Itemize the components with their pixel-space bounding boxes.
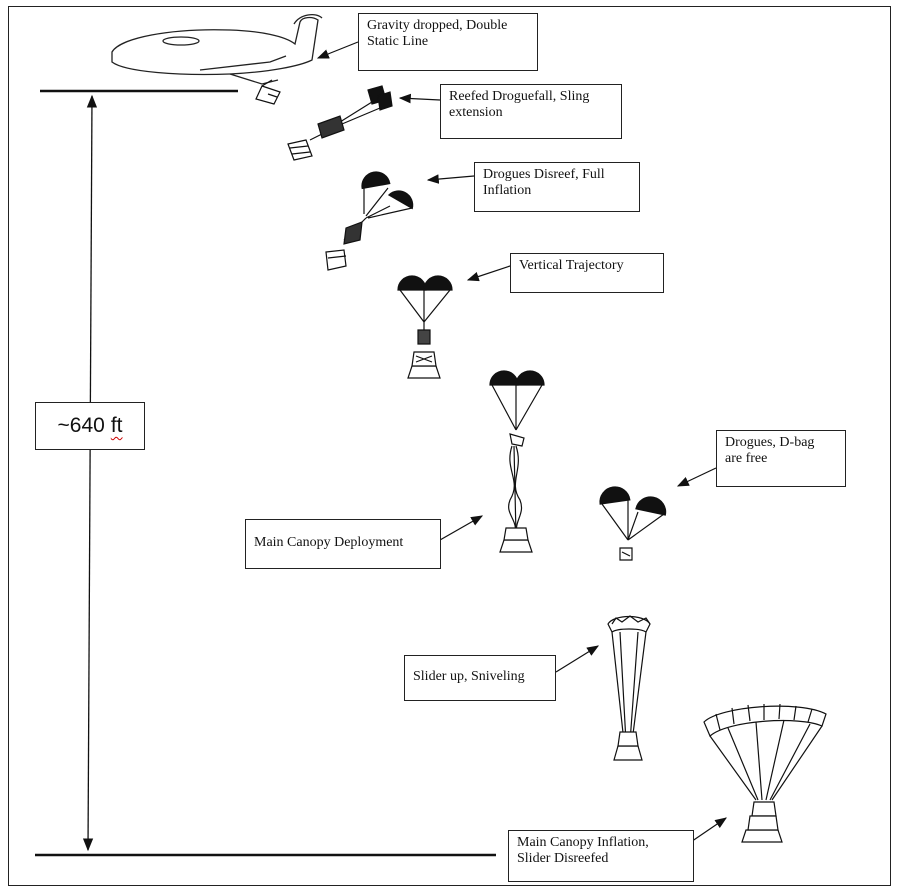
- label-drogues-disreef: Drogues Disreef, Full Inflation: [474, 162, 640, 212]
- inflated-drogues-icon: [325, 171, 414, 271]
- label-drogues-free: Drogues, D-bag are free: [716, 430, 846, 487]
- diagram-frame: [8, 6, 891, 886]
- height-value: ~640: [57, 414, 105, 437]
- label-vertical-trajectory: Vertical Trajectory: [510, 253, 664, 293]
- label-main-canopy-inflation: Main Canopy Inflation, Slider Disreefed: [508, 830, 694, 882]
- label-slider-up: Slider up, Sniveling: [404, 655, 556, 701]
- main-canopy-deployment-icon: [489, 370, 545, 553]
- label-main-canopy-deployment: Main Canopy Deployment: [245, 519, 441, 569]
- label-reefed-droguefall: Reefed Droguefall, Sling extension: [440, 84, 622, 139]
- height-label: ~640 ft: [35, 402, 145, 450]
- height-unit: ft: [110, 414, 123, 437]
- sniveling-canopy-icon: [607, 615, 651, 761]
- cargo-load-icon: [255, 79, 281, 105]
- released-drogues-icon: [599, 486, 667, 561]
- aircraft-icon: [111, 13, 323, 85]
- label-gravity-drop: Gravity dropped, Double Static Line: [358, 13, 538, 71]
- inflated-main-canopy-icon: [703, 703, 827, 843]
- height-arrow: [82, 94, 98, 852]
- vertical-descent-drogues-icon: [397, 275, 453, 379]
- reefed-drogue-parachutes-icon: [287, 85, 393, 161]
